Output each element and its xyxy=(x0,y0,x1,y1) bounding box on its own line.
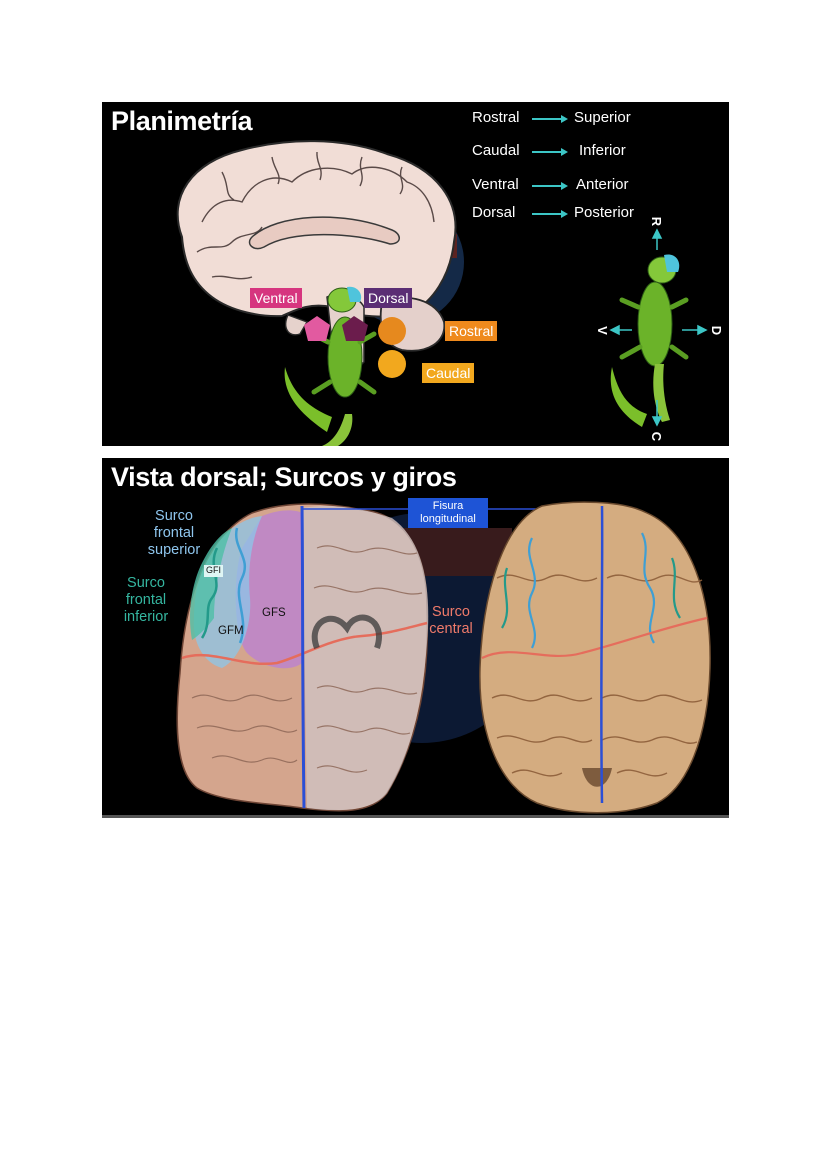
arrow-rostral-superior xyxy=(532,115,568,122)
pituitary xyxy=(284,314,309,336)
ventral-pentagon xyxy=(304,316,330,341)
region-gfm xyxy=(193,516,262,668)
gyri-texture-left xyxy=(191,545,423,773)
term-dorsal: Dorsal xyxy=(472,204,516,221)
lizard-figure-axes xyxy=(610,254,689,427)
cerebellum-glimpse xyxy=(582,768,612,787)
left-brain-right-hemisphere xyxy=(302,506,429,811)
arrow-dorsal-posterior xyxy=(532,210,568,217)
term-anterior: Anterior xyxy=(576,176,629,193)
gfi-label-box xyxy=(204,565,223,577)
axis-letter-r: R xyxy=(649,216,665,227)
tag-dorsal: Dorsal xyxy=(364,288,413,308)
term-caudal: Caudal xyxy=(472,142,520,159)
label-gfi: GFI xyxy=(206,565,221,575)
slide-title-planimetria: Planimetría xyxy=(111,106,253,136)
arrow-ventral-anterior xyxy=(532,182,568,189)
dorsal-brain-illustrations xyxy=(176,498,711,814)
tag-caudal: Caudal xyxy=(422,363,475,383)
axis-letter-v: V xyxy=(594,326,610,335)
caudal-circle xyxy=(378,350,406,378)
term-rostral: Rostral xyxy=(472,109,520,126)
label-fisura-longitudinal: Fisura longitudinal xyxy=(420,500,476,525)
dorsal-pentagon xyxy=(342,316,368,341)
corpus-callosum xyxy=(248,216,400,250)
sulci-lines xyxy=(181,527,428,666)
longitudinal-fissure-right xyxy=(600,505,604,804)
term-superior: Superior xyxy=(574,109,631,126)
planimetria-slide: Planimetría Rostral Superior Caudal Infe… xyxy=(102,102,729,446)
term-ventral: Ventral xyxy=(472,176,519,193)
vista-dorsal-slide: Vista dorsal; Surcos y giros Surco front… xyxy=(102,458,729,818)
right-brain-dorsal xyxy=(479,501,711,814)
region-gfs xyxy=(235,510,302,669)
gyri-texture-right xyxy=(491,574,703,777)
axis-letter-d: D xyxy=(709,325,725,336)
term-inferior: Inferior xyxy=(579,142,626,159)
orientation-axes xyxy=(609,228,708,427)
axis-letter-c: C xyxy=(649,431,665,442)
label-gfm: GFM xyxy=(218,625,244,637)
term-posterior: Posterior xyxy=(574,204,635,221)
label-surco-frontal-inferior: Surco frontal inferior xyxy=(123,575,169,625)
arrow-caudal-inferior xyxy=(532,148,568,155)
slide-title-vista-dorsal: Vista dorsal; Surcos y giros xyxy=(111,462,457,492)
gyri-lines xyxy=(196,151,435,280)
longitudinal-fissure-left xyxy=(300,505,306,809)
label-gfs: GFS xyxy=(262,607,286,619)
sulci-lines-right xyxy=(481,532,708,659)
fisura-label-box xyxy=(408,498,488,528)
label-surco-central: Surco central xyxy=(429,604,473,637)
hand-knob-mark xyxy=(311,614,382,650)
rostral-circle xyxy=(378,317,406,345)
tag-ventral: Ventral xyxy=(250,288,302,308)
tag-rostral: Rostral xyxy=(445,321,498,341)
region-gfi xyxy=(190,528,232,640)
label-surco-frontal-superior: Surco frontal superior xyxy=(147,508,201,558)
